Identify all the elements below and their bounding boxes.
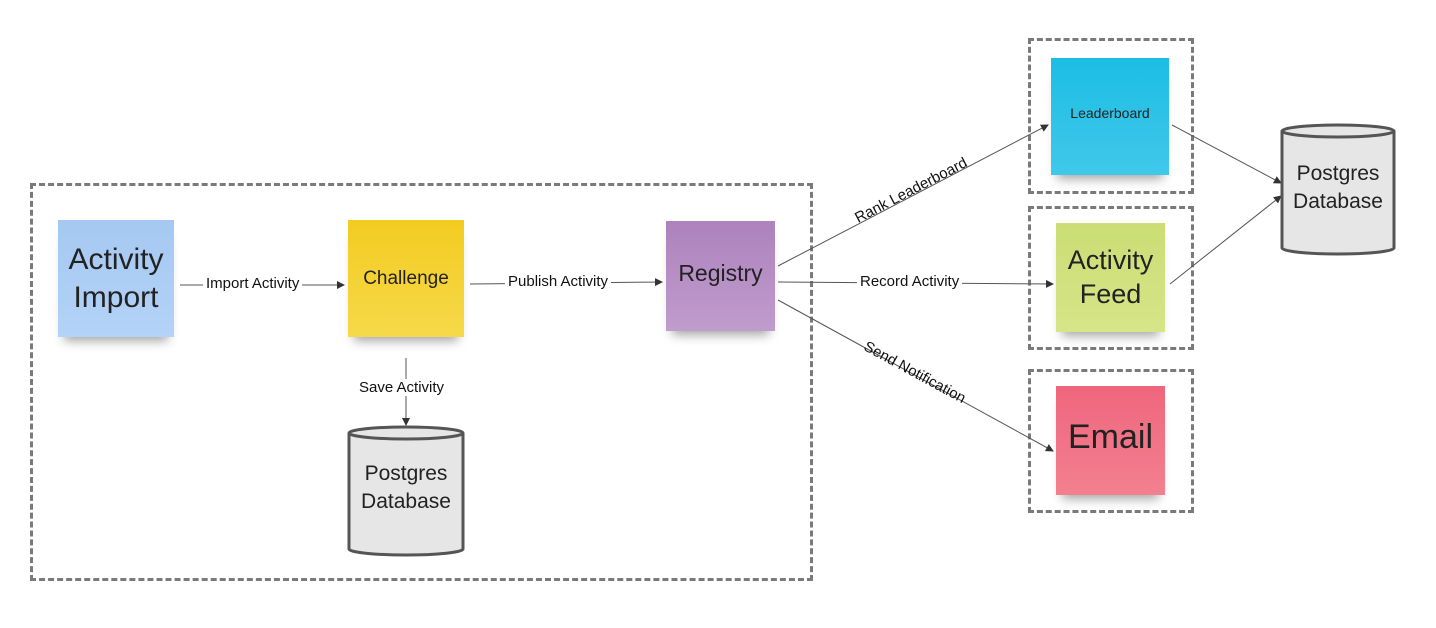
record-activity-label: Record Activity bbox=[857, 273, 963, 290]
email-label: Email bbox=[1067, 418, 1154, 456]
feed-to-db-arrow bbox=[1169, 195, 1282, 285]
rank-leaderboard-arrow bbox=[777, 124, 1049, 267]
shared-database-cylinder bbox=[1280, 123, 1396, 256]
challenge-service-group bbox=[30, 183, 813, 581]
activity-feed-service-group bbox=[1028, 206, 1194, 350]
challenge-label: Challenge bbox=[363, 267, 449, 289]
challenge-database-cylinder bbox=[347, 425, 465, 557]
registry-label: Registry bbox=[678, 260, 763, 286]
shared-database-label: Postgres Database bbox=[1293, 162, 1383, 214]
activity-import-note: Activity Import bbox=[58, 220, 174, 337]
email-service-group bbox=[1028, 369, 1194, 513]
challenge-note: Challenge bbox=[348, 220, 464, 337]
activity-feed-note: Activity Feed bbox=[1056, 223, 1165, 332]
save-activity-label: Save Activity bbox=[356, 379, 448, 396]
send-notification-arrow bbox=[777, 299, 1054, 452]
activity-import-label: Activity Import bbox=[68, 243, 164, 314]
challenge-database-label: Postgres Database bbox=[361, 462, 451, 514]
leaderboard-note: Leaderboard bbox=[1051, 58, 1169, 175]
leaderboard-service-group bbox=[1028, 38, 1194, 194]
publish-activity-label: Publish Activity bbox=[505, 273, 612, 290]
import-activity-label: Import Activity bbox=[203, 275, 303, 292]
activity-feed-label: Activity Feed bbox=[1067, 244, 1154, 309]
leaderboard-to-db-arrow bbox=[1171, 124, 1282, 184]
email-note: Email bbox=[1056, 386, 1165, 495]
leaderboard-label: Leaderboard bbox=[1070, 105, 1150, 121]
registry-note: Registry bbox=[666, 221, 775, 331]
